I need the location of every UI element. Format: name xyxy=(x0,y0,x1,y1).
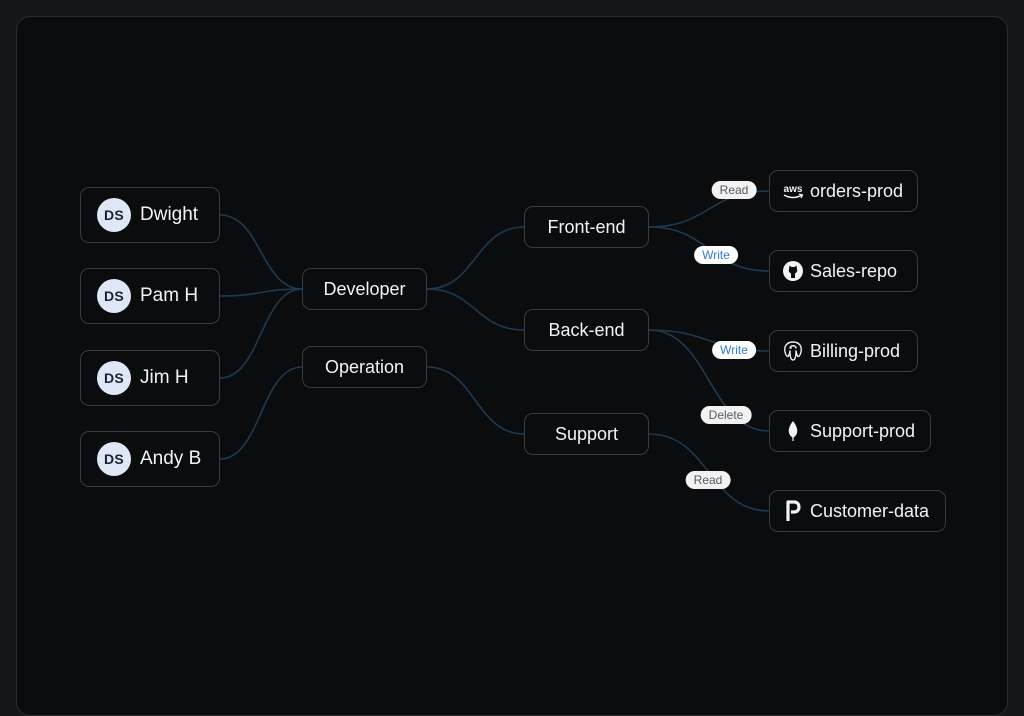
resource-node-billing-prod[interactable]: Billing-prod xyxy=(769,330,918,372)
link-developer-back-end xyxy=(426,288,525,331)
access-diagram: DS Dwight DS Pam H DS Jim H DS Andy B De… xyxy=(80,170,946,532)
link-andy-operation xyxy=(219,366,303,460)
permission-badge-delete: Delete xyxy=(700,406,752,424)
user-name: Jim H xyxy=(140,367,189,388)
permission-badge-write: Write xyxy=(712,341,756,359)
resource-label: Billing-prod xyxy=(810,340,901,361)
user-node-andy[interactable]: DS Andy B xyxy=(80,431,220,487)
user-node-jim[interactable]: DS Jim H xyxy=(80,350,220,406)
resource-label: Support-prod xyxy=(810,420,916,441)
link-dwight-developer xyxy=(219,214,303,290)
svg-text:aws: aws xyxy=(784,184,803,195)
avatar: DS xyxy=(97,442,131,476)
resource-node-sales-repo[interactable]: Sales-repo xyxy=(769,250,918,292)
aws-icon: aws xyxy=(780,180,806,202)
role-node-developer[interactable]: Developer xyxy=(302,268,427,310)
resource-node-customer-data[interactable]: Customer-data xyxy=(769,490,946,532)
role-node-operation[interactable]: Operation xyxy=(302,346,427,388)
mongodb-icon xyxy=(780,420,806,442)
permission-badge-read: Read xyxy=(711,181,757,199)
resource-node-orders-prod[interactable]: aws orders-prod xyxy=(769,170,918,212)
avatar: DS xyxy=(97,279,131,313)
link-operation-support xyxy=(426,366,525,435)
resource-label: Sales-repo xyxy=(810,260,898,281)
user-node-pam[interactable]: DS Pam H xyxy=(80,268,220,324)
permission-badge-read: Read xyxy=(685,471,731,489)
p-logo-icon xyxy=(780,500,806,522)
link-pam-developer xyxy=(219,288,303,297)
user-name: Dwight xyxy=(140,204,199,225)
user-name: Pam H xyxy=(140,285,199,306)
github-icon xyxy=(780,260,806,282)
link-developer-front-end xyxy=(426,226,525,290)
link-back-end-support-prod xyxy=(648,329,770,432)
user-name: Andy B xyxy=(140,448,202,469)
link-jim-developer xyxy=(219,288,303,379)
postgres-icon xyxy=(780,340,806,362)
resource-node-support-prod[interactable]: Support-prod xyxy=(769,410,931,452)
team-node-back-end[interactable]: Back-end xyxy=(524,309,649,351)
avatar: DS xyxy=(97,361,131,395)
permission-badge-write: Write xyxy=(694,246,738,264)
resource-label: Customer-data xyxy=(810,500,930,521)
avatar: DS xyxy=(97,198,131,232)
team-node-front-end[interactable]: Front-end xyxy=(524,206,649,248)
resource-label: orders-prod xyxy=(810,180,904,201)
team-node-support[interactable]: Support xyxy=(524,413,649,455)
user-node-dwight[interactable]: DS Dwight xyxy=(80,187,220,243)
